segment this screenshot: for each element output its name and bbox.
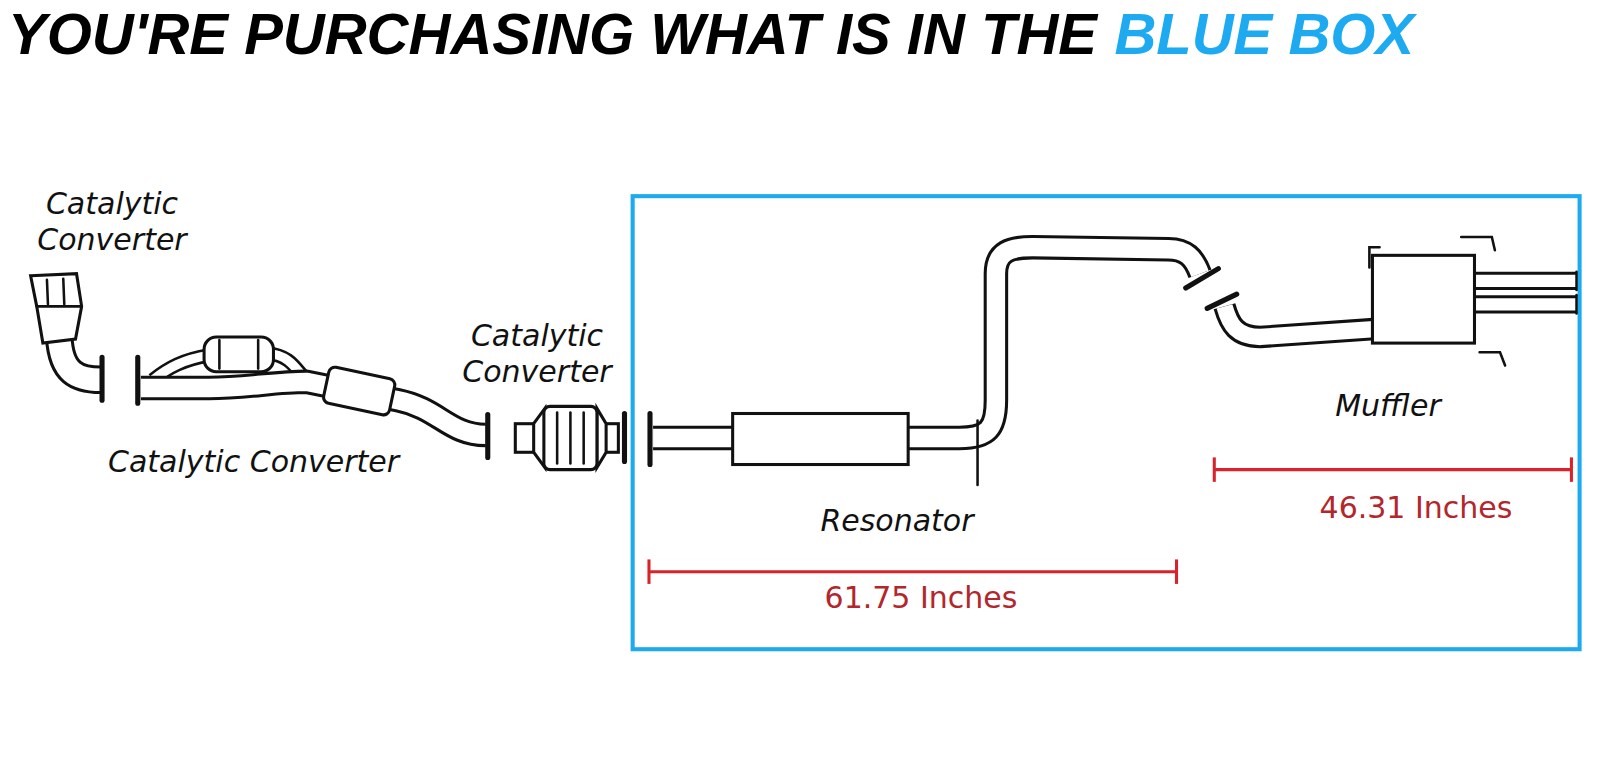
- part-label: Resonator: [802, 503, 992, 539]
- pipe: [904, 247, 1200, 438]
- converter-body: [544, 406, 597, 469]
- converter-shell: [31, 274, 82, 343]
- converter-seam: [218, 340, 221, 369]
- flange: [1207, 294, 1237, 308]
- shell-seam: [37, 305, 82, 308]
- dimension-line: [1214, 468, 1571, 471]
- bracket: [1369, 247, 1379, 267]
- converter-rib: [556, 412, 559, 463]
- standalone-converter: [515, 406, 624, 469]
- blue-box-frame: [633, 196, 1580, 649]
- pipe: [904, 247, 1200, 438]
- hanger: [976, 421, 979, 485]
- pipe: [1224, 306, 1377, 337]
- resonator-pipe: [650, 247, 1218, 485]
- part-label: Catalytic Converter: [108, 444, 488, 480]
- tailpipe: [1469, 275, 1576, 287]
- tailpipe: [1469, 295, 1576, 313]
- pipe: [141, 382, 486, 435]
- flange: [135, 357, 140, 403]
- converter-rib: [582, 412, 585, 463]
- converter-seam: [257, 340, 260, 369]
- dimension-label: 46.31 Inches: [1291, 490, 1541, 526]
- dimension-tick: [1570, 457, 1573, 481]
- flange: [1186, 269, 1219, 288]
- dimension-tick: [647, 559, 650, 583]
- dimension-tick: [1213, 457, 1216, 481]
- muffler-body: [1372, 255, 1474, 343]
- tailpipe: [1469, 272, 1576, 290]
- flange: [647, 414, 652, 465]
- title-row: YOU'RE PURCHASING WHAT IS IN THE BLUE BOX: [8, 2, 1414, 66]
- pipe: [141, 382, 486, 435]
- pipe: [653, 429, 737, 447]
- flange: [485, 415, 490, 458]
- dimension-tick: [1175, 559, 1178, 583]
- flange: [622, 414, 627, 462]
- shell-rib: [63, 279, 64, 305]
- dimension-line: [649, 570, 1177, 573]
- pipe: [653, 426, 737, 450]
- flange: [99, 357, 104, 400]
- part-label: Muffler: [1303, 388, 1473, 424]
- hanger: [1461, 237, 1495, 250]
- converter-rib: [569, 412, 572, 463]
- mid-converter-pipe: [138, 337, 488, 457]
- dimension-label: 61.75 Inches: [796, 580, 1046, 616]
- front-converter: [31, 274, 102, 401]
- converter-body: [322, 366, 396, 416]
- tailpipe-end: [1575, 295, 1578, 313]
- pipe: [59, 337, 101, 380]
- title-highlight: BLUE BOX: [1114, 1, 1414, 66]
- tailpipe: [1469, 298, 1576, 310]
- muffler-assembly: [1207, 237, 1576, 366]
- page-title: YOU'RE PURCHASING WHAT IS IN THE: [8, 1, 1097, 66]
- hanger: [1480, 352, 1506, 365]
- pipe: [59, 337, 101, 380]
- part-label: Catalytic Converter: [446, 318, 628, 390]
- part-label: Catalytic Converter: [12, 186, 212, 258]
- dimension-lines: [649, 457, 1571, 584]
- converter-body: [204, 337, 273, 372]
- resonator-body: [733, 414, 909, 465]
- tailpipe-end: [1575, 272, 1578, 290]
- pipe: [1224, 306, 1377, 337]
- shell-rib: [47, 280, 48, 304]
